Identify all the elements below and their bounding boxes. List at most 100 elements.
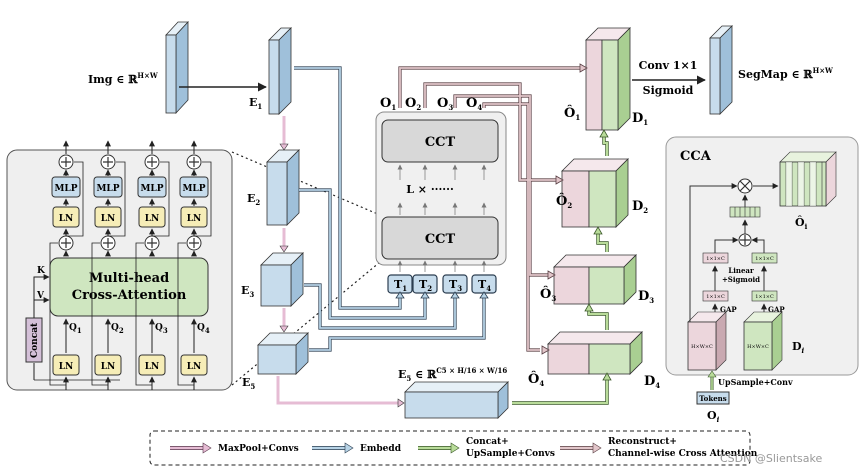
input-image (165, 20, 189, 115)
cca-o-label: Oi (707, 409, 720, 424)
cct-repeat-label: L × ······ (406, 183, 454, 196)
cca-panel: CCA Ôi (665, 136, 859, 424)
o-top-label: O3 (437, 96, 453, 112)
ln-label: LN (101, 362, 116, 372)
q-label: Q4 (197, 323, 210, 335)
gap-label-2: GAP (768, 305, 785, 314)
linear-sigmoid-2: +Sigmoid (722, 275, 760, 284)
q-label: Q1 (69, 323, 82, 335)
e5-feature-block (404, 381, 509, 419)
cross-attention-title-1: Multi-head (89, 271, 169, 286)
vec-label-1: 1×1×C (706, 256, 725, 262)
token-label: T3 (449, 278, 462, 293)
cct-top-label: CCT (425, 135, 456, 150)
sigmoid-label: Sigmoid (643, 84, 694, 97)
encoder-e2 (266, 149, 300, 226)
segmap-label: SegMap ∈ ℝH×W (738, 66, 833, 81)
ln-label: LN (187, 362, 202, 372)
ln-label: LN (59, 214, 74, 224)
e1-label: E1 (249, 96, 262, 111)
d-label: D4 (644, 374, 660, 390)
ln-label: LN (59, 362, 74, 372)
linear-sigmoid-1: Linear (728, 266, 754, 275)
mlp-label: MLP (54, 184, 77, 194)
decoder-d1 (585, 27, 631, 131)
cca-title: CCA (680, 149, 712, 164)
legend: MaxPool+Convs Embedd Concat+ UpSample+Co… (149, 430, 758, 466)
d-label: D1 (632, 111, 648, 127)
hwc-label-2: H×W×C (747, 344, 769, 350)
e2-label: E2 (247, 192, 260, 207)
legend-maxpool: MaxPool+Convs (218, 444, 299, 454)
ln-box (52, 354, 80, 376)
upsample-label: UpSample+Conv (718, 377, 793, 387)
tokens-box (696, 391, 730, 405)
mlp-box (51, 176, 81, 198)
ln-box (138, 206, 166, 228)
cca-out-label: Ôi (795, 215, 808, 231)
decoder-d2 (561, 158, 629, 228)
ln-label: LN (145, 362, 160, 372)
mlp-box (93, 176, 123, 198)
token-label: T4 (478, 278, 491, 293)
cca-feature-green (743, 311, 783, 371)
cca-output-cube (779, 151, 837, 207)
vec-label-3: 1×1×C (706, 294, 725, 300)
token-label: T2 (419, 278, 432, 293)
d-label: D2 (632, 199, 648, 215)
decoder-d3 (553, 254, 637, 305)
e5-label: E5 (242, 376, 255, 391)
cross-attention-title-2: Cross-Attention (72, 288, 187, 303)
ln-label: LN (187, 214, 202, 224)
attention-panel: Multi-head Cross-Attention Concat K V LN… (6, 140, 233, 391)
d-label: D3 (638, 289, 654, 305)
concat-label: Concat (30, 322, 40, 358)
cca-feature-pink (687, 311, 727, 371)
e3-label: E3 (241, 284, 254, 299)
token-label: T1 (394, 278, 407, 293)
o-hat-label: Ô2 (556, 192, 572, 210)
cct-bottom-block (381, 216, 499, 260)
watermark: CSDN @Slientsake (720, 452, 822, 465)
cca-d-label: Di (792, 340, 805, 355)
encoder-e5 (257, 332, 309, 375)
input-label: Img ∈ ℝH×W (88, 71, 158, 86)
ln-box (180, 354, 208, 376)
segmap-output (709, 25, 733, 115)
o-hat-label: Ô3 (540, 285, 556, 303)
o-top-label: O4 (466, 96, 482, 112)
mlp-box (179, 176, 209, 198)
encoder-e1 (268, 27, 292, 115)
o-top-label: O1 (380, 96, 396, 112)
mlp-box (137, 176, 167, 198)
o-hat-label: Ô1 (564, 104, 580, 122)
legend-concat-1: Concat+ (466, 437, 509, 447)
legend-reconstruct-1: Reconstruct+ (608, 437, 677, 447)
cct-top-block (381, 119, 499, 163)
e5-formula: E5 ∈ ℝC5 × H/16 × W/16 (398, 366, 507, 383)
hwc-label-1: H×W×C (691, 344, 713, 350)
o-top-label: O2 (405, 96, 421, 112)
gap-label-1: GAP (720, 305, 737, 314)
ln-label: LN (101, 214, 116, 224)
decoder-d4 (547, 331, 643, 375)
ln-box (138, 354, 166, 376)
legend-embedd: Embedd (360, 444, 402, 454)
tokens-box-label: Tokens (699, 394, 726, 403)
mlp-label: MLP (182, 184, 205, 194)
k-label: K (37, 266, 46, 276)
ln-label: LN (145, 214, 160, 224)
v-label: V (36, 291, 45, 301)
o-hat-label: Ô4 (528, 370, 544, 388)
cct-bottom-label: CCT (425, 232, 456, 247)
ln-box (94, 206, 122, 228)
cct-panel: CCT CCT L × ······ (375, 111, 507, 272)
legend-reconstruct-2: Channel-wise Cross Attention (608, 449, 758, 459)
mlp-label: MLP (96, 184, 119, 194)
ln-box (180, 206, 208, 228)
